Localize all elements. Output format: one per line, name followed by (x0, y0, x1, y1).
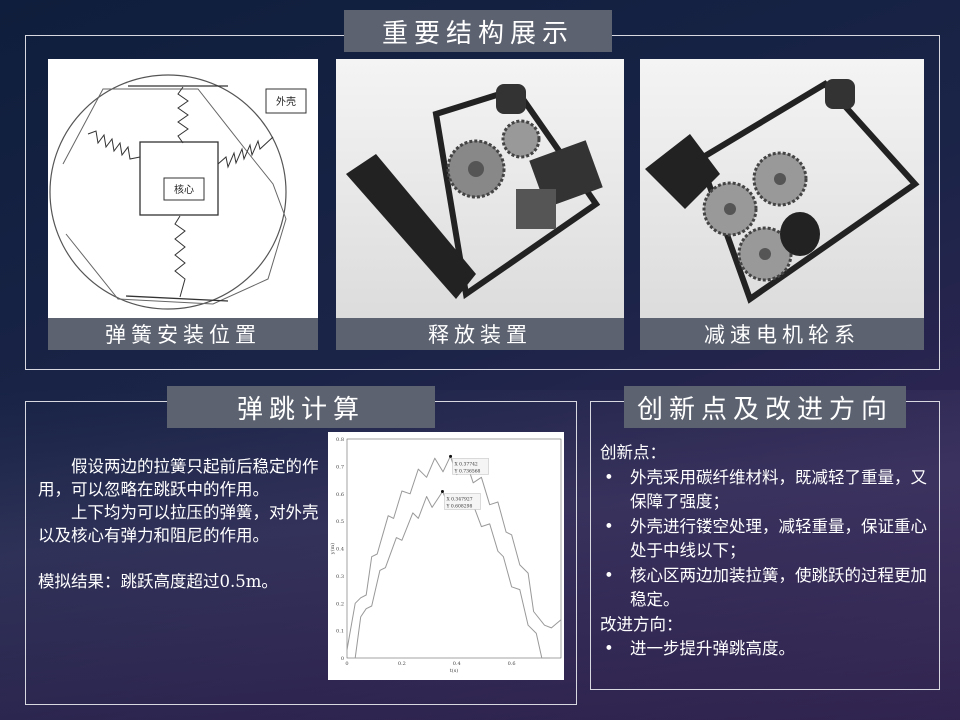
calc-paragraph-1: 假设两边的拉簧只起前后稳定的作用，可以忽略在跳跃中的作用。 (38, 457, 319, 499)
y-axis-label: y(m) (329, 543, 336, 556)
jump-chart-svg: 0 0.1 0.2 0.3 0.4 0.5 0.6 0.7 0.8 0 0.2 0.4 0.6 t(s) y… (329, 437, 562, 674)
caption-release-device: 释放装置 (336, 318, 624, 350)
caption-spring-position: 弹簧安装位置 (48, 318, 318, 350)
y-tick-label: 0.4 (336, 547, 344, 553)
list-item: •核心区两边加装拉簧，使跳跃的过程更加稳定。 (600, 564, 935, 613)
core-label: 核心 (174, 183, 194, 196)
calc-title: 弹跳计算 (167, 386, 435, 428)
y-tick-label: 0.7 (336, 464, 344, 470)
x-tick-label: 0.4 (453, 661, 461, 667)
datatip-x: X 0.347927 (446, 496, 472, 502)
innovation-heading: 创新点： (600, 443, 666, 462)
calc-result: 模拟结果：跳跃高度超过0.5m。 (38, 572, 278, 591)
gear-motor-render (645, 79, 920, 304)
list-item: •进一步提升弹跳高度。 (600, 637, 935, 662)
caption-gear-train: 减速电机轮系 (640, 318, 924, 350)
structure-title: 重要结构展示 (344, 10, 612, 52)
y-tick-label: 0 (341, 656, 344, 662)
x-tick-label: 0.6 (508, 661, 516, 667)
spring-diagram-image: 核心 外壳 弹簧安装位置 (48, 59, 318, 350)
datatip-point (449, 454, 453, 458)
y-tick-label: 0.8 (336, 437, 344, 443)
shell-label: 外壳 (276, 95, 296, 108)
list-item: •外壳采用碳纤维材料，既减轻了重量，又保障了强度； (600, 466, 935, 515)
spring-diagram: 核心 外壳 (49, 74, 307, 310)
release-device-render (346, 84, 603, 300)
series-line-upper (346, 455, 562, 650)
series-line-lower (354, 491, 550, 659)
datatip-y: Y 0.736568 (454, 468, 481, 474)
plot-frame (346, 438, 562, 659)
datatip-box (452, 458, 489, 475)
jump-chart: 0 0.1 0.2 0.3 0.4 0.5 0.6 0.7 0.8 0 0.2 0.4 0.6 t(s) y… (328, 432, 564, 680)
y-tick-label: 0.6 (336, 492, 344, 498)
y-tick-label: 0.5 (336, 519, 344, 525)
y-tick-label: 0.3 (336, 574, 344, 580)
release-device-image: 释放装置 (336, 59, 624, 350)
datatip-x: X 0.37742 (455, 461, 478, 467)
list-item-text: 外壳进行镂空处理，减轻重量，保证重心处于中线以下； (630, 516, 927, 561)
list-item: •外壳进行镂空处理，减轻重量，保证重心处于中线以下； (600, 515, 935, 564)
x-tick-label: 0 (345, 661, 348, 667)
datatip-y: Y 0.608298 (445, 503, 472, 509)
innovation-title: 创新点及改进方向 (624, 386, 906, 428)
y-tick-label: 0.2 (336, 601, 344, 607)
list-item-text: 外壳采用碳纤维材料，既减轻了重量，又保障了强度； (630, 467, 927, 512)
datatip-point (440, 489, 444, 493)
list-item-text: 核心区两边加装拉簧，使跳跃的过程更加稳定。 (630, 565, 927, 610)
gear-motor-image: 减速电机轮系 (640, 59, 924, 350)
x-axis-label: t(s) (450, 667, 459, 674)
datatip-box (444, 493, 481, 510)
calc-text: 假设两边的拉簧只起前后稳定的作用，可以忽略在跳跃中的作用。 上下均为可以拉压的弹… (38, 455, 323, 593)
calc-paragraph-2: 上下均为可以拉压的弹簧，对外壳以及核心有弹力和阻尼的作用。 (38, 503, 319, 545)
improvement-heading: 改进方向： (600, 614, 683, 634)
innovation-text: 创新点： •外壳采用碳纤维材料，既减轻了重量，又保障了强度； •外壳进行镂空处理… (600, 441, 935, 662)
list-item-text: 进一步提升弹跳高度。 (630, 639, 795, 658)
x-tick-label: 0.2 (398, 661, 406, 667)
y-tick-label: 0.1 (336, 629, 344, 635)
